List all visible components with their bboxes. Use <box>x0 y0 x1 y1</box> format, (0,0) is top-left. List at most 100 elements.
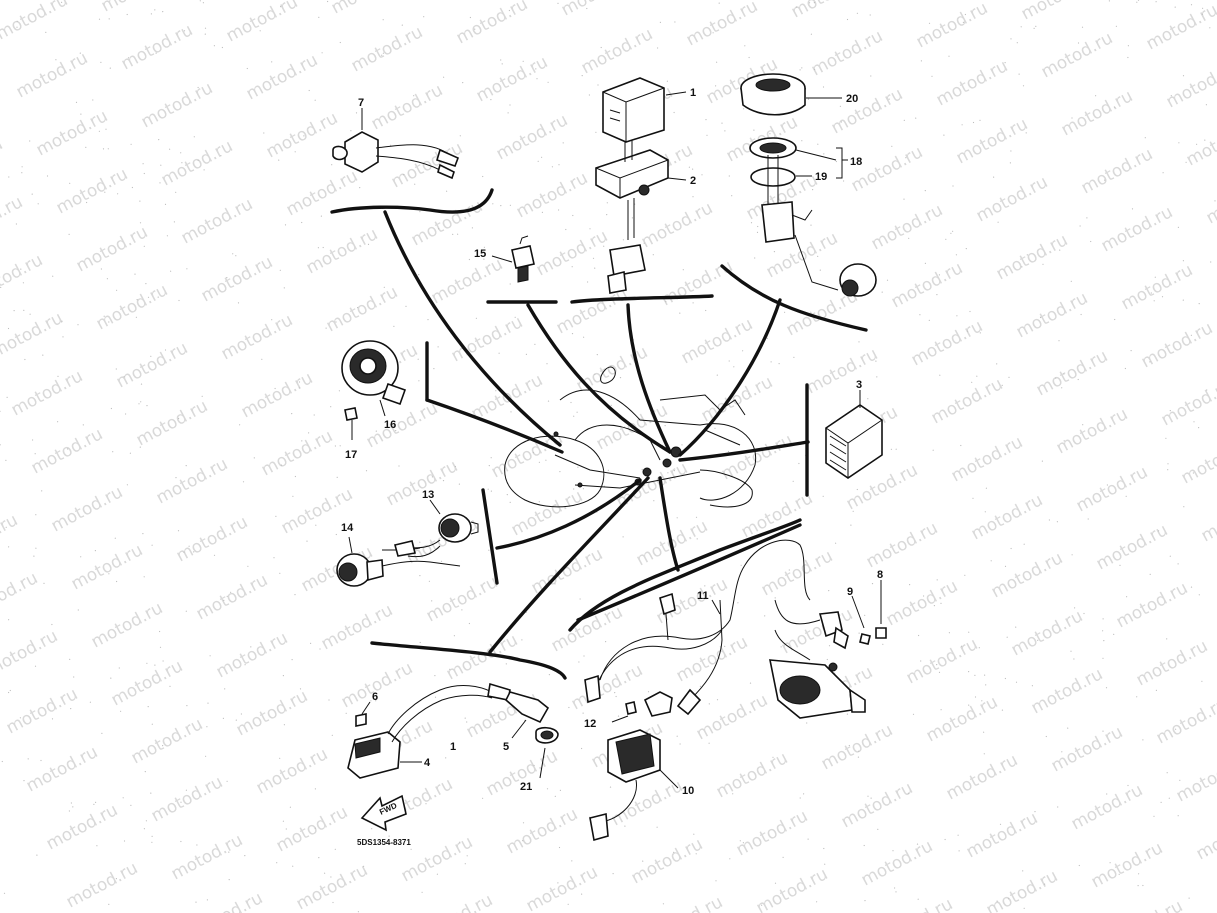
noise-dot <box>459 841 461 843</box>
noise-dot <box>589 228 591 230</box>
noise-dot <box>846 18 849 21</box>
noise-dot <box>581 75 583 77</box>
noise-dot <box>466 721 468 723</box>
noise-dot <box>95 801 97 804</box>
noise-dot <box>108 903 110 906</box>
noise-dot <box>1144 137 1146 139</box>
noise-dot <box>603 245 605 247</box>
noise-dot <box>180 152 182 154</box>
noise-dot <box>419 575 421 577</box>
noise-dot <box>1048 519 1050 521</box>
watermark-text: motod.ru <box>878 894 956 913</box>
noise-dot <box>774 882 777 884</box>
watermark-text: motod.ru <box>113 338 191 392</box>
noise-dot <box>1083 612 1085 615</box>
noise-dot <box>907 792 910 794</box>
noise-dot <box>22 282 24 284</box>
noise-dot <box>92 99 94 101</box>
noise-dot <box>57 375 59 377</box>
callout-13: 13 <box>422 489 434 501</box>
noise-dot <box>974 696 977 698</box>
noise-dot <box>976 375 978 377</box>
noise-dot <box>547 400 550 402</box>
noise-dot <box>1119 564 1121 567</box>
noise-dot <box>15 223 17 225</box>
noise-dot <box>1035 25 1037 27</box>
watermark-text: motod.ru <box>693 690 771 744</box>
noise-dot <box>209 655 211 657</box>
noise-dot <box>418 274 420 276</box>
callout-15: 15 <box>474 248 486 260</box>
noise-dot <box>116 580 118 583</box>
noise-dot <box>339 41 341 44</box>
noise-dot <box>223 599 225 602</box>
noise-dot <box>1142 739 1144 741</box>
watermark-text: motod.ru <box>423 572 501 626</box>
watermark-text: motod.ru <box>1068 780 1146 834</box>
noise-dot <box>583 336 585 338</box>
noise-dot <box>103 315 105 317</box>
noise-dot <box>314 99 316 101</box>
noise-dot <box>1026 254 1028 256</box>
watermark-text: motod.ru <box>713 748 791 802</box>
noise-dot <box>525 353 528 355</box>
noise-dot <box>688 166 691 168</box>
noise-dot <box>920 660 922 662</box>
noise-dot <box>964 13 967 16</box>
noise-dot <box>918 634 920 637</box>
noise-dot <box>909 584 911 586</box>
noise-dot <box>301 221 303 224</box>
ignition-coil-assembly <box>347 682 559 779</box>
watermark-text: motod.ru <box>28 424 106 478</box>
noise-dot <box>1158 530 1160 532</box>
noise-dot <box>418 380 420 382</box>
noise-dot <box>559 789 562 792</box>
fuel-sender-assembly <box>740 73 877 297</box>
noise-dot <box>100 268 102 270</box>
horn-assembly <box>341 340 407 440</box>
noise-dot <box>199 0 201 2</box>
noise-dot <box>582 712 584 714</box>
noise-dot <box>997 221 999 223</box>
noise-dot <box>948 632 951 634</box>
noise-dot <box>594 267 596 269</box>
noise-dot <box>955 254 958 256</box>
noise-dot <box>1149 361 1151 363</box>
noise-dot <box>186 268 188 270</box>
noise-dot <box>19 717 21 719</box>
noise-dot <box>417 358 419 360</box>
noise-dot <box>1177 815 1179 817</box>
watermark-text: motod.ru <box>43 800 121 854</box>
watermark-text: motod.ru <box>858 836 936 890</box>
watermark-text: motod.ru <box>238 368 316 422</box>
noise-dot <box>57 421 59 423</box>
noise-dot <box>624 825 626 827</box>
noise-dot <box>985 684 987 686</box>
noise-dot <box>143 172 145 175</box>
noise-dot <box>500 205 502 207</box>
noise-dot <box>903 119 905 121</box>
noise-dot <box>1022 870 1024 872</box>
noise-dot <box>183 551 185 553</box>
noise-dot <box>957 834 959 836</box>
noise-dot <box>877 828 879 831</box>
noise-dot <box>1209 27 1211 29</box>
noise-dot <box>522 822 525 824</box>
watermark-text: motod.ru <box>1048 722 1126 776</box>
noise-dot <box>1113 633 1115 636</box>
noise-dot <box>558 164 560 166</box>
noise-dot <box>740 564 742 566</box>
noise-dot <box>1169 410 1171 412</box>
noise-dot <box>8 691 10 694</box>
noise-dot <box>582 488 585 490</box>
noise-dot <box>318 857 320 859</box>
noise-dot <box>936 294 938 296</box>
forward-arrow-icon <box>360 794 407 832</box>
noise-dot <box>458 483 460 485</box>
noise-dot <box>142 533 144 535</box>
noise-dot <box>558 846 561 849</box>
noise-dot <box>1130 350 1132 352</box>
watermark-text: motod.ru <box>63 858 141 912</box>
noise-dot <box>960 444 962 447</box>
